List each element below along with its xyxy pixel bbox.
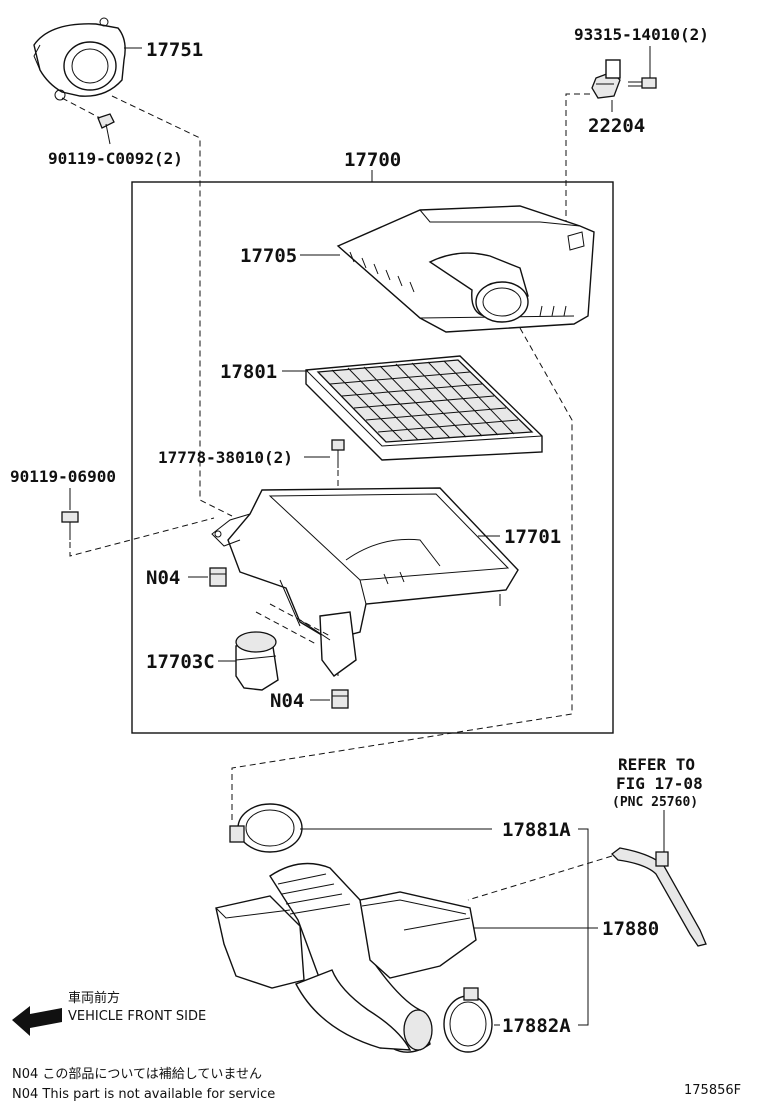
label-17703c[interactable]: 17703C	[146, 651, 215, 673]
label-17882a[interactable]: 17882A	[502, 1015, 571, 1037]
direction-jp: 車両前方	[68, 990, 120, 1006]
label-90119-c0092[interactable]: 90119-C0092(2)	[48, 149, 183, 168]
part-17705-cover[interactable]	[336, 205, 595, 333]
bolt-90119-c0092[interactable]	[97, 113, 115, 135]
part-17880-hose[interactable]	[215, 862, 477, 1053]
note-jp: N04 この部品については補給していません	[12, 1067, 262, 1082]
screw-17778[interactable]	[331, 439, 345, 468]
figure-code: 175856F	[684, 1083, 741, 1098]
label-22204[interactable]: 22204	[588, 115, 645, 137]
bolt-90119-06900[interactable]	[61, 511, 79, 540]
vehicle-front-arrow-icon	[12, 1006, 62, 1036]
label-17751[interactable]: 17751	[146, 39, 203, 61]
label-93315[interactable]: 93315-14010(2)	[574, 25, 709, 44]
label-17880[interactable]: 17880	[602, 918, 659, 940]
dash-case-to-17703c	[255, 603, 331, 645]
part-17801-filter[interactable]	[305, 355, 543, 461]
label-n04-bottom[interactable]: N04	[270, 690, 304, 712]
refer-line-1[interactable]: REFER TO	[618, 755, 695, 774]
dash-17705-down	[231, 327, 573, 820]
part-22204-sensor[interactable]	[591, 59, 621, 99]
refer-line-3[interactable]: (PNC 25760)	[612, 795, 698, 810]
note-en: N04 This part is not available for servi…	[12, 1087, 275, 1102]
label-17705[interactable]: 17705	[240, 245, 297, 267]
leader-90119-c0092	[107, 133, 111, 145]
dash-hose-to-inlet	[467, 855, 613, 901]
part-17881a-clamp[interactable]	[229, 803, 303, 853]
label-17881a[interactable]: 17881A	[502, 819, 571, 841]
screw-93315[interactable]	[628, 77, 657, 89]
part-17882a-clamp[interactable]	[443, 987, 493, 1053]
dash-17751-to-box	[61, 95, 233, 517]
dash-90119-to-case	[69, 517, 215, 557]
part-n04-grommet-left[interactable]	[209, 567, 227, 587]
dash-22204-to-cover	[565, 93, 590, 276]
label-17700[interactable]: 17700	[344, 149, 401, 171]
part-ventilation-hose[interactable]	[611, 847, 707, 947]
label-17778[interactable]: 17778-38010(2)	[158, 448, 293, 467]
part-17751-duct[interactable]	[33, 17, 126, 101]
label-17801[interactable]: 17801	[220, 361, 277, 383]
part-n04-grommet-bottom[interactable]	[331, 689, 349, 709]
part-17703c-resonator[interactable]	[235, 631, 279, 691]
label-n04-left[interactable]: N04	[146, 567, 180, 589]
direction-en: VEHICLE FRONT SIDE	[68, 1009, 206, 1024]
bracket-17880	[578, 828, 598, 1026]
refer-line-2[interactable]: FIG 17-08	[616, 774, 703, 793]
label-90119-06900[interactable]: 90119-06900	[10, 467, 116, 486]
label-17701[interactable]: 17701	[504, 526, 561, 548]
part-17701-case[interactable]	[211, 487, 519, 677]
